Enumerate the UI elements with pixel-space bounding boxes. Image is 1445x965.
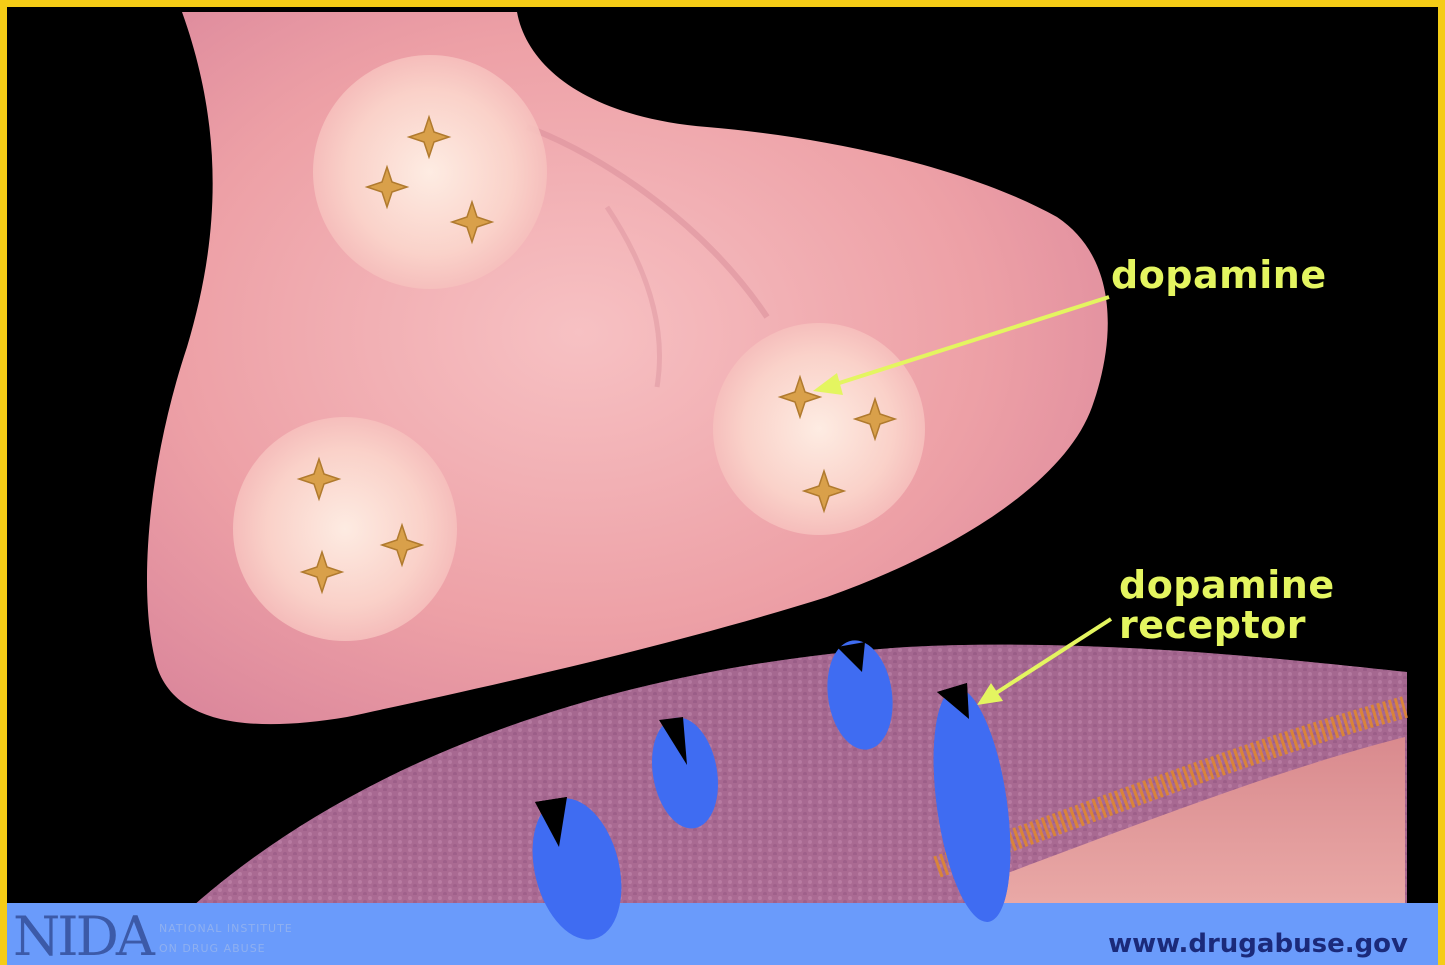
- footer-bar: NIDA NATIONAL INSTITUTE ON DRUG ABUSE ww…: [7, 903, 1438, 965]
- nida-logo-subtitle-line2: ON DRUG ABUSE: [159, 939, 293, 959]
- synapse-illustration: [7, 7, 1445, 965]
- vesicle-right: [713, 323, 925, 535]
- vesicle-top: [313, 55, 547, 289]
- dopamine-receptor-label: dopamine receptor: [1119, 565, 1335, 645]
- nida-logo-subtitle-line1: NATIONAL INSTITUTE: [159, 919, 293, 939]
- dopamine-receptor-label-line1: dopamine: [1119, 565, 1335, 605]
- vesicle-left: [233, 417, 457, 641]
- dopamine-label: dopamine: [1111, 255, 1327, 295]
- dopamine-receptor-label-line2: receptor: [1119, 605, 1335, 645]
- nida-logo-subtitle: NATIONAL INSTITUTE ON DRUG ABUSE: [159, 919, 293, 959]
- website-url: www.drugabuse.gov: [1108, 929, 1408, 959]
- nida-logo: NIDA: [13, 907, 152, 965]
